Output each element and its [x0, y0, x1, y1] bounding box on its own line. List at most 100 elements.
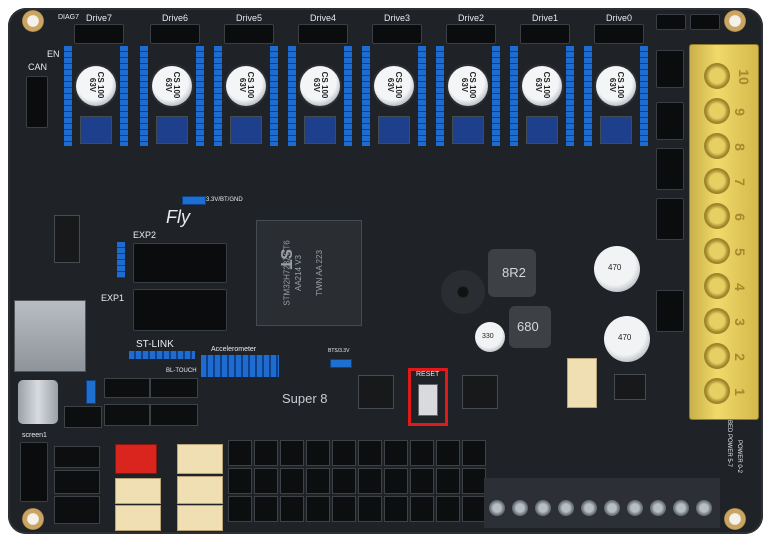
usb-c-port[interactable]	[18, 380, 58, 424]
bottom-terminal-screw	[581, 500, 597, 516]
driver-chip	[378, 116, 410, 144]
endstop-connector[interactable]	[384, 496, 408, 522]
endstop-connector[interactable]	[280, 440, 304, 466]
connector-row2-c[interactable]	[64, 406, 102, 428]
diag-label: DIAG7	[58, 14, 80, 21]
driver-header[interactable]	[150, 24, 200, 44]
fan-connector-1[interactable]	[54, 446, 100, 468]
connector-row2-b[interactable]	[150, 404, 198, 426]
right-connector-2[interactable]	[656, 102, 684, 140]
cream-connector-5[interactable]	[177, 505, 223, 531]
driver-capacitor-text: CS 100 63V	[460, 71, 477, 99]
power-terminal-screw	[704, 98, 730, 124]
endstop-connector[interactable]	[280, 496, 304, 522]
endstop-connector[interactable]	[332, 496, 356, 522]
sd-card-slot[interactable]	[14, 300, 86, 372]
driver-capacitor-text: CS 100 63V	[164, 71, 181, 99]
driver-label: Drive4	[310, 13, 337, 23]
driver-header[interactable]	[74, 24, 124, 44]
reset-button[interactable]	[418, 384, 438, 416]
power-terminal-number: 5	[731, 248, 748, 256]
fan-connector-3[interactable]	[54, 496, 100, 524]
endstop-connector[interactable]	[358, 440, 382, 466]
exp2-connector[interactable]	[133, 243, 227, 283]
cream-connector-4[interactable]	[177, 476, 223, 504]
endstop-connector[interactable]	[228, 496, 252, 522]
buzzer	[441, 270, 485, 314]
cream-connector-1[interactable]	[115, 478, 161, 504]
driver-header[interactable]	[520, 24, 570, 44]
usb-chip	[54, 215, 80, 263]
endstop-connector[interactable]	[280, 468, 304, 494]
endstop-connector[interactable]	[306, 468, 330, 494]
cream-connector-2[interactable]	[115, 505, 161, 531]
right-connector-4[interactable]	[656, 198, 684, 240]
endstop-connector[interactable]	[306, 440, 330, 466]
driver-capacitor: CS 100 63V	[522, 66, 562, 106]
endstop-connector[interactable]	[254, 440, 278, 466]
driver-label: Drive6	[162, 13, 189, 23]
endstop-connector[interactable]	[462, 440, 486, 466]
driver-header[interactable]	[372, 24, 422, 44]
red-connector[interactable]	[115, 444, 157, 474]
fan-connector-2[interactable]	[54, 470, 100, 494]
power-terminal-number: 9	[731, 108, 748, 116]
endstop-connector[interactable]	[254, 496, 278, 522]
connector-row1-b[interactable]	[150, 378, 198, 398]
endstop-connector[interactable]	[462, 496, 486, 522]
exp1-connector[interactable]	[133, 289, 227, 331]
right-connector-3[interactable]	[656, 148, 684, 190]
bt-jumper	[330, 359, 352, 368]
right-connector-5[interactable]	[656, 290, 684, 332]
driver-pins-left	[64, 46, 72, 146]
power-terminal-number: 10	[735, 69, 752, 85]
endstop-connector[interactable]	[358, 496, 382, 522]
screen-connector[interactable]	[20, 442, 48, 502]
endstop-connector[interactable]	[358, 468, 382, 494]
power-terminal-number: 6	[731, 213, 748, 221]
bottom-terminal-screw	[535, 500, 551, 516]
driver-header[interactable]	[298, 24, 348, 44]
endstop-connector[interactable]	[254, 468, 278, 494]
endstop-connector[interactable]	[410, 496, 434, 522]
power-terminal-number: 2	[731, 353, 748, 361]
inductor-8r2-label: 8R2	[502, 265, 526, 280]
driver-header[interactable]	[594, 24, 644, 44]
endstop-connector[interactable]	[384, 468, 408, 494]
bottom-terminal-screw	[650, 500, 666, 516]
exp2-label: EXP2	[133, 230, 157, 240]
driver-capacitor: CS 100 63V	[448, 66, 488, 106]
usb-jumper	[86, 380, 96, 404]
capacitor-470-1: 470	[594, 246, 640, 292]
reset-label: RESET	[416, 371, 440, 378]
endstop-connector[interactable]	[436, 468, 460, 494]
exp1-label: EXP1	[101, 293, 125, 303]
endstop-connector[interactable]	[228, 440, 252, 466]
driver-capacitor: CS 100 63V	[226, 66, 266, 106]
endstop-connector[interactable]	[410, 440, 434, 466]
endstop-connector[interactable]	[436, 440, 460, 466]
endstop-connector[interactable]	[332, 440, 356, 466]
driver-label: Drive0	[606, 13, 633, 23]
driver-chip	[156, 116, 188, 144]
endstop-connector[interactable]	[436, 496, 460, 522]
white-connector-right[interactable]	[567, 358, 597, 408]
endstop-connector[interactable]	[306, 496, 330, 522]
driver-pins-left	[214, 46, 222, 146]
driver-capacitor-text: CS 100 63V	[386, 71, 403, 99]
connector-row1-a[interactable]	[104, 378, 150, 398]
endstop-connector[interactable]	[228, 468, 252, 494]
right-connector-1[interactable]	[656, 50, 684, 88]
driver-header[interactable]	[446, 24, 496, 44]
driver-pins-left	[584, 46, 592, 146]
endstop-connector[interactable]	[384, 440, 408, 466]
endstop-connector[interactable]	[462, 468, 486, 494]
driver-header[interactable]	[224, 24, 274, 44]
driver-chip	[80, 116, 112, 144]
driver-chip	[230, 116, 262, 144]
connector-row2-a[interactable]	[104, 404, 150, 426]
endstop-connector[interactable]	[332, 468, 356, 494]
endstop-connector[interactable]	[410, 468, 434, 494]
cream-connector-3[interactable]	[177, 444, 223, 474]
mosfet-chip	[614, 374, 646, 400]
